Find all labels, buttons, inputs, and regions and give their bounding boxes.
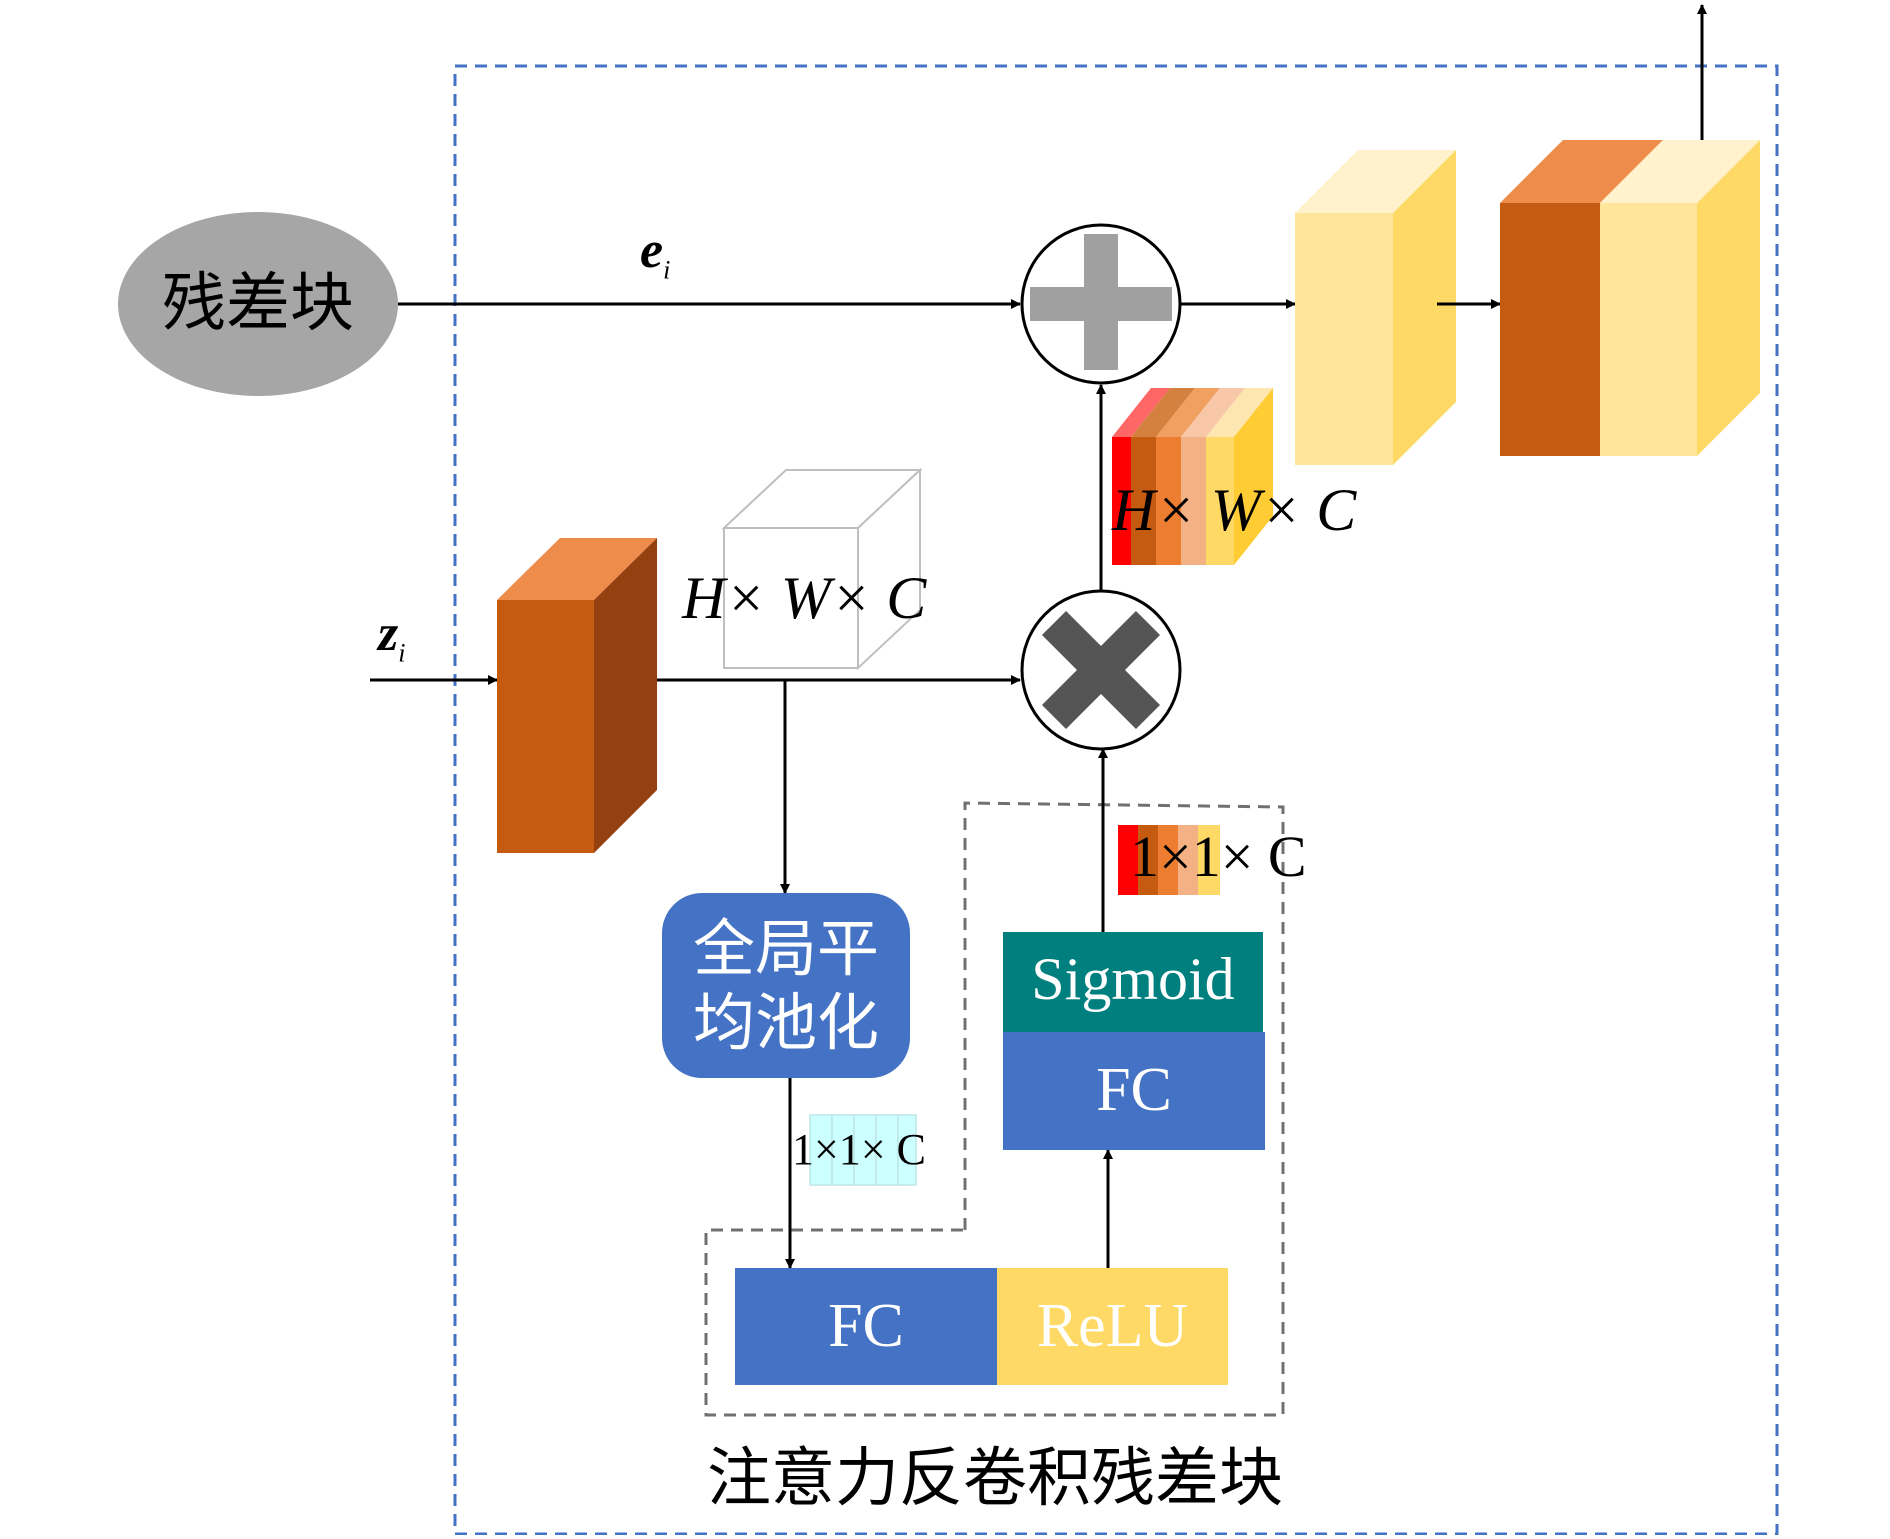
feature-block-orange — [497, 538, 657, 853]
gap-label: 全局平 均池化 — [692, 912, 879, 1059]
global-avg-pooling-box — [662, 893, 910, 1078]
concat-output-block — [1500, 140, 1760, 456]
sigmoid-label: Sigmoid — [1031, 946, 1235, 1012]
fc-top-label: FC — [1096, 1056, 1172, 1124]
weighted-feature-stack — [1112, 388, 1273, 565]
block-title: 注意力反卷积残差块 — [707, 1442, 1283, 1516]
relu-label: ReLU — [1036, 1292, 1189, 1360]
residual-block-ellipse — [118, 212, 398, 396]
attention-weight-strip — [1118, 825, 1220, 895]
z-i-label: zi — [378, 605, 405, 681]
z-i-symbol: z — [378, 605, 399, 662]
dim-11c-gap-label: 1×1× C — [792, 1125, 926, 1174]
dim-hwc-input-label: H× W× C — [682, 565, 927, 631]
e-i-subscript: i — [663, 255, 671, 285]
fc-top-box — [1003, 1032, 1265, 1150]
fc-bottom-box — [735, 1268, 997, 1385]
multiply-icon — [1041, 610, 1161, 730]
e-i-symbol: e — [640, 222, 664, 279]
outer-block-frame — [453, 64, 1779, 1536]
relu-box — [997, 1268, 1228, 1385]
vector-strip-cyan — [809, 1114, 917, 1186]
wireframe-cube — [721, 467, 923, 671]
dim-11c-sigmoid-label: 1×1× C — [1130, 824, 1307, 889]
feature-block-yellow — [1295, 150, 1456, 465]
dim-hwc-weighted-label: H× W× C — [1112, 477, 1357, 543]
z-i-subscript: i — [398, 638, 406, 668]
fc-bottom-label: FC — [828, 1292, 904, 1360]
sigmoid-box — [1003, 932, 1263, 1032]
plus-icon-v — [1084, 234, 1118, 370]
inner-se-frame — [704, 801, 1285, 1417]
residual-block-label: 残差块 — [162, 267, 354, 341]
e-i-label: ei — [640, 222, 670, 298]
